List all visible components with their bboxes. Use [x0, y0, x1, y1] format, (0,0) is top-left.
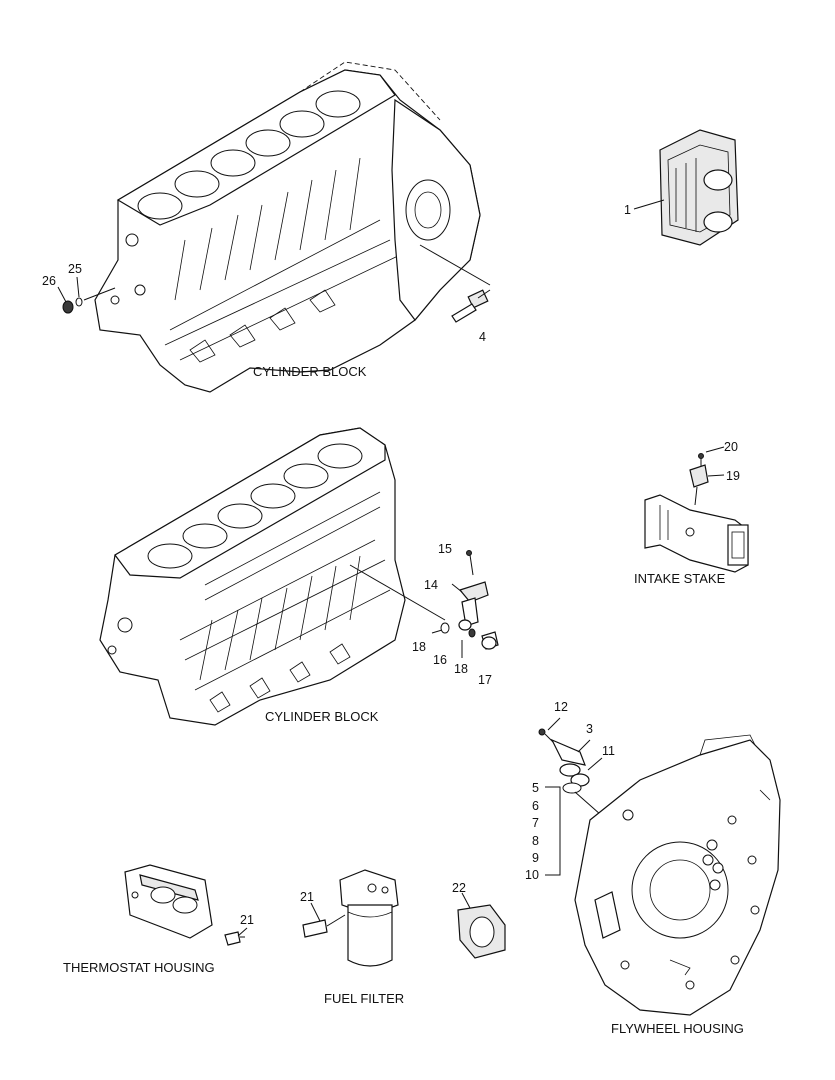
caption-thermostat-housing: THERMOSTAT HOUSING: [63, 960, 215, 975]
plug-parts-25-26: [57, 276, 116, 314]
callout-14: 14: [424, 578, 438, 592]
callout-1: 1: [624, 203, 631, 217]
control-module-part-1: [633, 129, 739, 246]
callout-9: 9: [532, 851, 539, 865]
flywheel-housing-illustration: [574, 734, 781, 1016]
callout-5: 5: [532, 781, 539, 795]
callout-11: 11: [602, 744, 615, 758]
thermostat-housing-illustration: [124, 864, 248, 946]
callout-12: 12: [554, 700, 568, 714]
cylinder-block-mid-illustration: [99, 427, 446, 726]
callout-8: 8: [532, 834, 539, 848]
cylinder-block-top-illustration: [94, 61, 481, 393]
callout-16: 16: [433, 653, 447, 667]
caption-fuel-filter: FUEL FILTER: [324, 991, 404, 1006]
callout-21b: 21: [300, 890, 314, 904]
callout-22: 22: [452, 881, 466, 895]
caption-cylinder-block-mid: CYLINDER BLOCK: [265, 709, 379, 724]
callout-6: 6: [532, 799, 539, 813]
sensor-part-4: [419, 244, 491, 323]
callout-26: 26: [42, 274, 56, 288]
callout-19: 19: [726, 469, 740, 483]
callout-18b: 18: [454, 662, 468, 676]
callout-17: 17: [478, 673, 492, 687]
callout-10: 10: [525, 868, 539, 882]
callout-4: 4: [479, 330, 486, 344]
callout-21a: 21: [240, 913, 254, 927]
intake-stake-illustration: [644, 446, 749, 573]
callout-25: 25: [68, 262, 82, 276]
sensor-assembly-parts-14-18: [431, 550, 499, 658]
caption-intake-stake: INTAKE STAKE: [634, 571, 726, 586]
callout-18a: 18: [412, 640, 426, 654]
callout-3: 3: [586, 722, 593, 736]
callout-20: 20: [724, 440, 738, 454]
callout-15: 15: [438, 542, 452, 556]
sensor-part-22: [457, 892, 506, 959]
fuel-filter-illustration: [302, 869, 399, 967]
callout-7: 7: [532, 816, 539, 830]
caption-flywheel-housing: FLYWHEEL HOUSING: [611, 1021, 744, 1036]
caption-cylinder-block-top: CYLINDER BLOCK: [253, 364, 367, 379]
